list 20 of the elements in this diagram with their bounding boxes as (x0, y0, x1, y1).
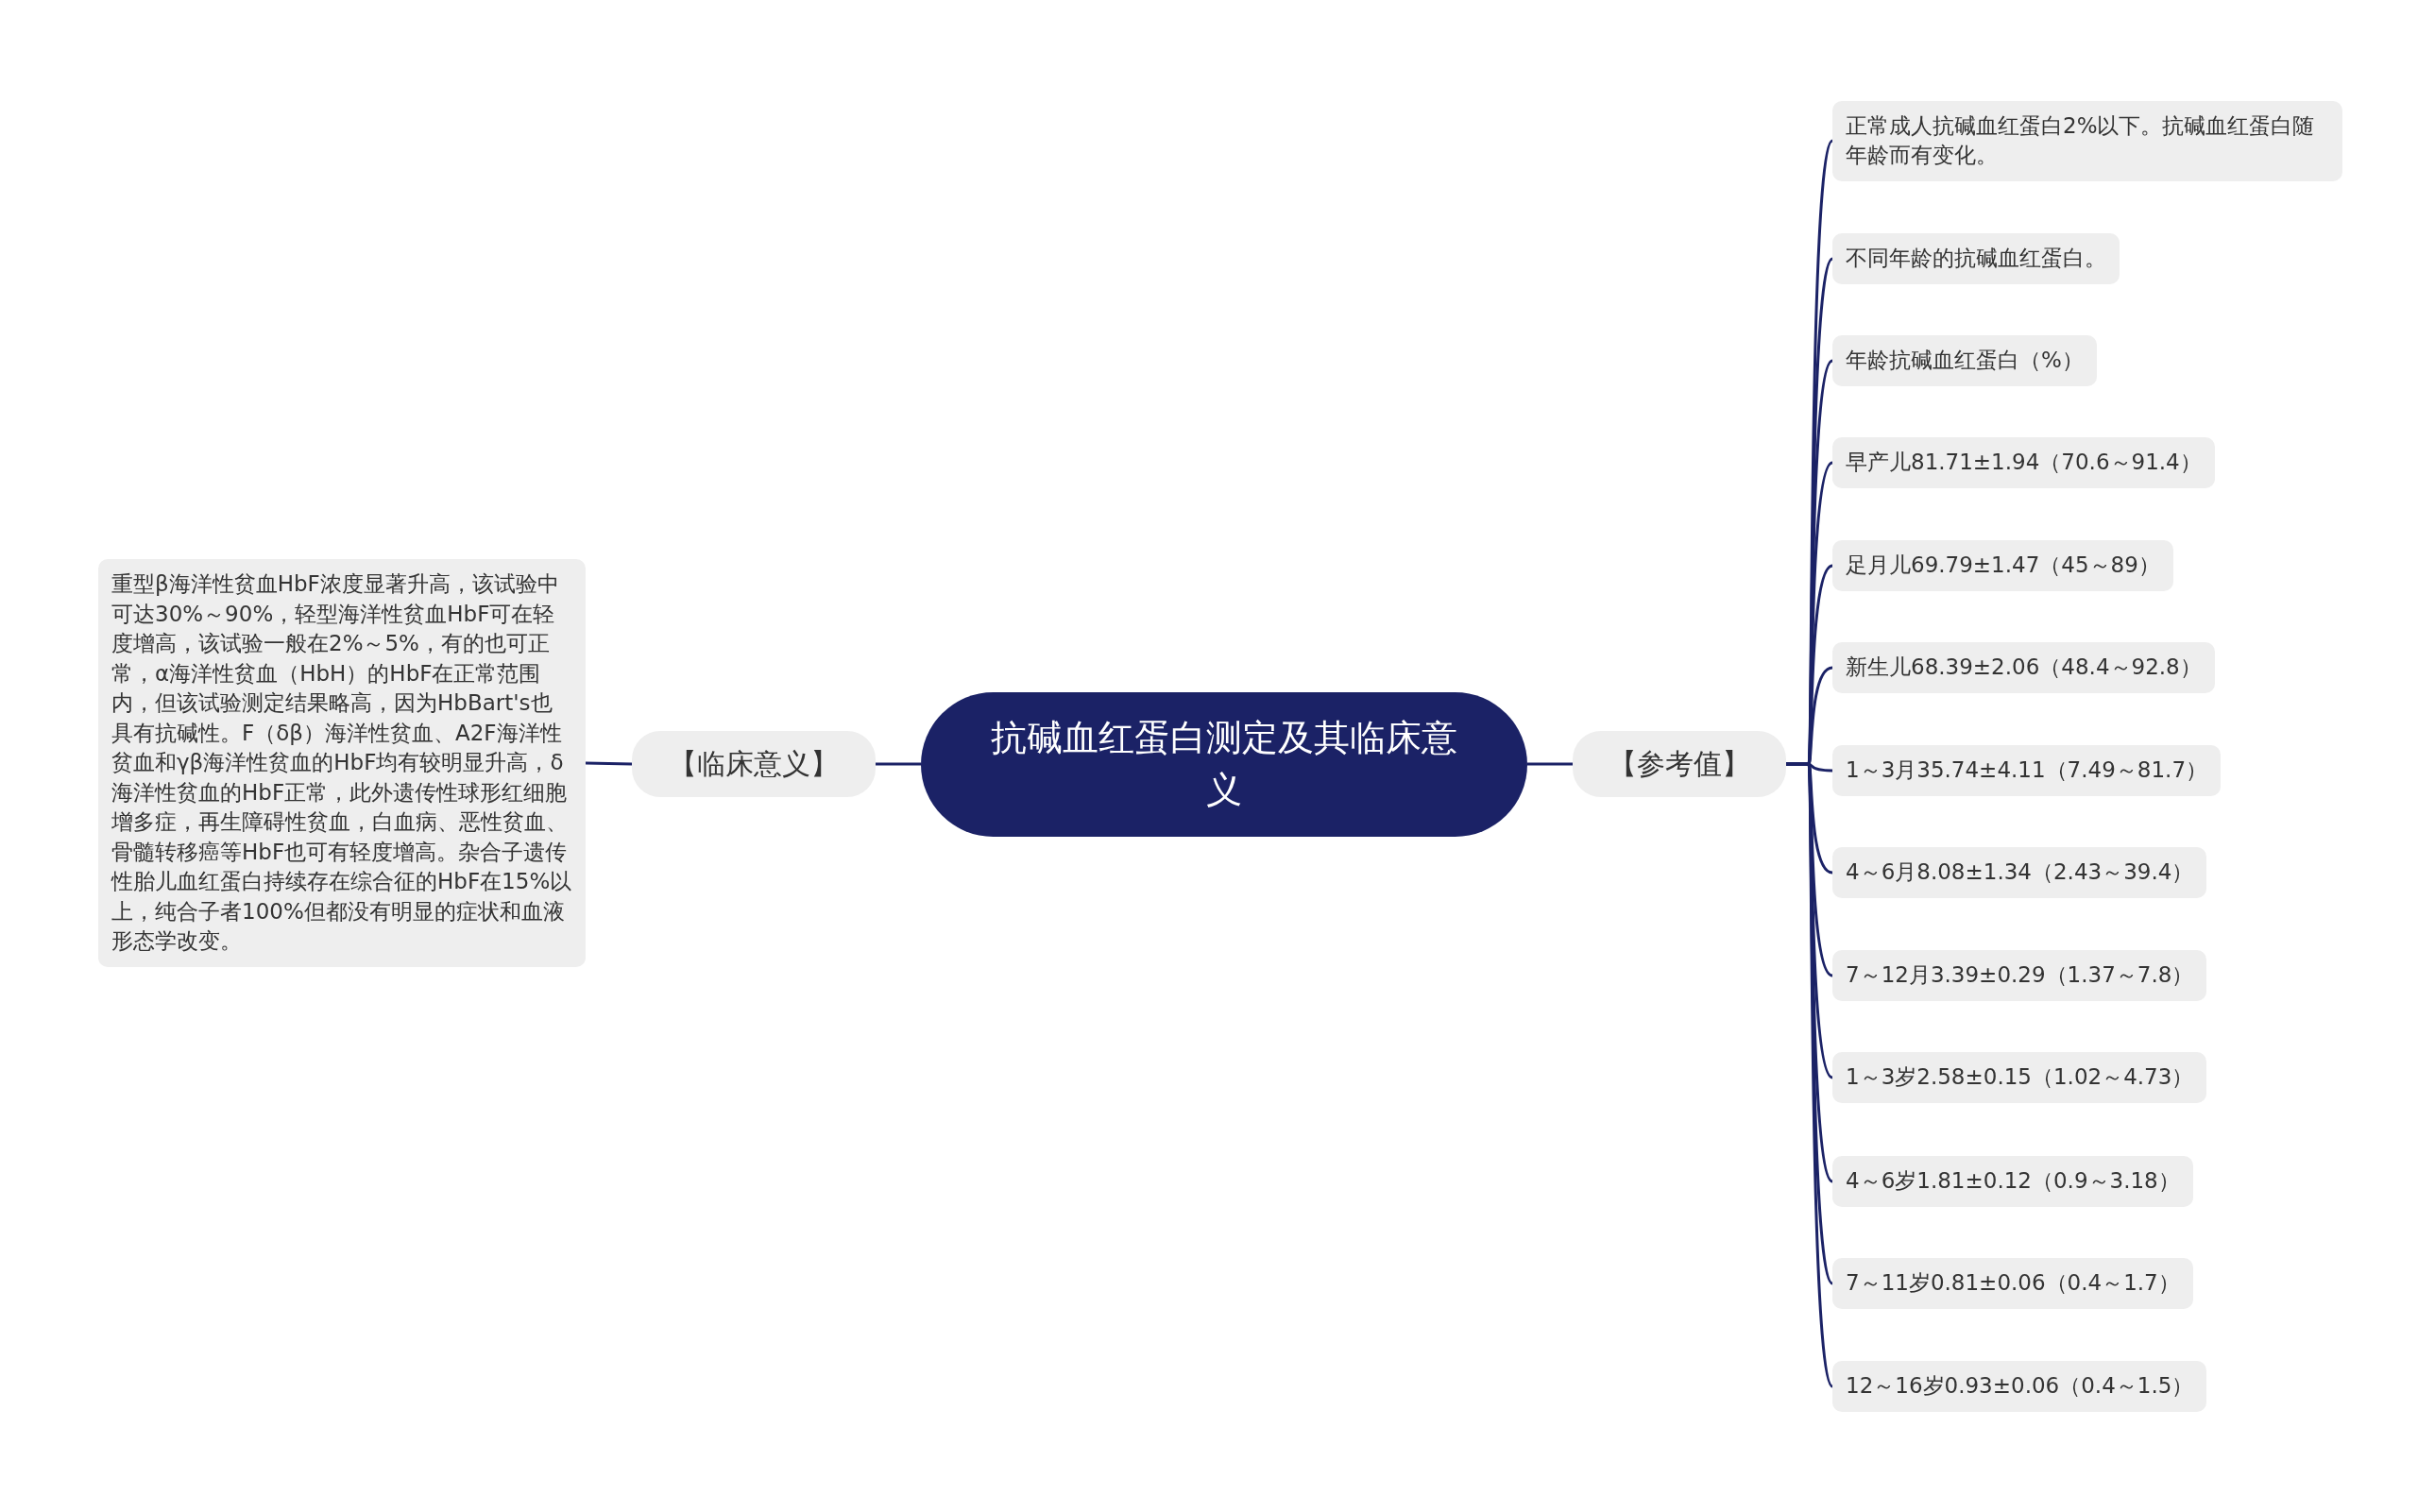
text-card: 4～6岁1.81±0.12（0.9～3.18） (1832, 1156, 2193, 1207)
topic-node: 抗碱血红蛋白测定及其临床意义 (921, 691, 1527, 837)
text-card: 1～3月35.74±4.11（7.49～81.7） (1832, 745, 2221, 796)
text-card: 足月儿69.79±1.47（45～89） (1832, 540, 2173, 591)
text-card: 新生儿68.39±2.06（48.4～92.8） (1832, 642, 2215, 693)
text-card: 不同年龄的抗碱血红蛋白。 (1832, 233, 2120, 284)
text-card: 正常成人抗碱血红蛋白2%以下。抗碱血红蛋白随年龄而有变化。 (1832, 100, 2342, 181)
text-card: 重型β海洋性贫血HbF浓度显著升高，该试验中可达30%～90%，轻型海洋性贫血HbF可在轻度增高，该试验一般在2%～5%，有的也可正常，α海洋性贫血（HbH）的HbF在正常范围内，但该试验测定结果略高，因为HbBart's也具有抗碱性。F（δβ）海洋性贫血、A2F海洋性贫血和γβ海洋性贫血的HbF均有较明显升高，δ海洋性贫血的HbF正常，此外遗传性球形红细胞增多症，再生障碍性贫血，白血病、恶性贫血、骨髓转移癌等HbF也可有轻度增高。杂合子遗传性胎儿血红蛋白持续存在综合征的HbF在15%以上，纯合子者100%但都没有明显的症状和血液形态学改变。 (98, 559, 586, 967)
text-card: 7～12月3.39±0.29（1.37～7.8） (1832, 950, 2207, 1001)
text-card: 7～11岁0.81±0.06（0.4～1.7） (1832, 1258, 2193, 1309)
connector-line (876, 762, 921, 766)
connector-line (585, 761, 633, 766)
branch-node: 【参考值】 (1573, 731, 1786, 797)
text-card: 12～16岁0.93±0.06（0.4～1.5） (1832, 1361, 2207, 1412)
text-card: 年龄抗碱血红蛋白（%） (1832, 335, 2097, 386)
connector-line (1527, 762, 1573, 766)
branch-node: 【临床意义】 (632, 731, 876, 797)
text-card: 1～3岁2.58±0.15（1.02～4.73） (1832, 1052, 2207, 1103)
text-card: 4～6月8.08±1.34（2.43～39.4） (1832, 847, 2207, 898)
text-card: 早产儿81.71±1.94（70.6～91.4） (1832, 437, 2215, 488)
